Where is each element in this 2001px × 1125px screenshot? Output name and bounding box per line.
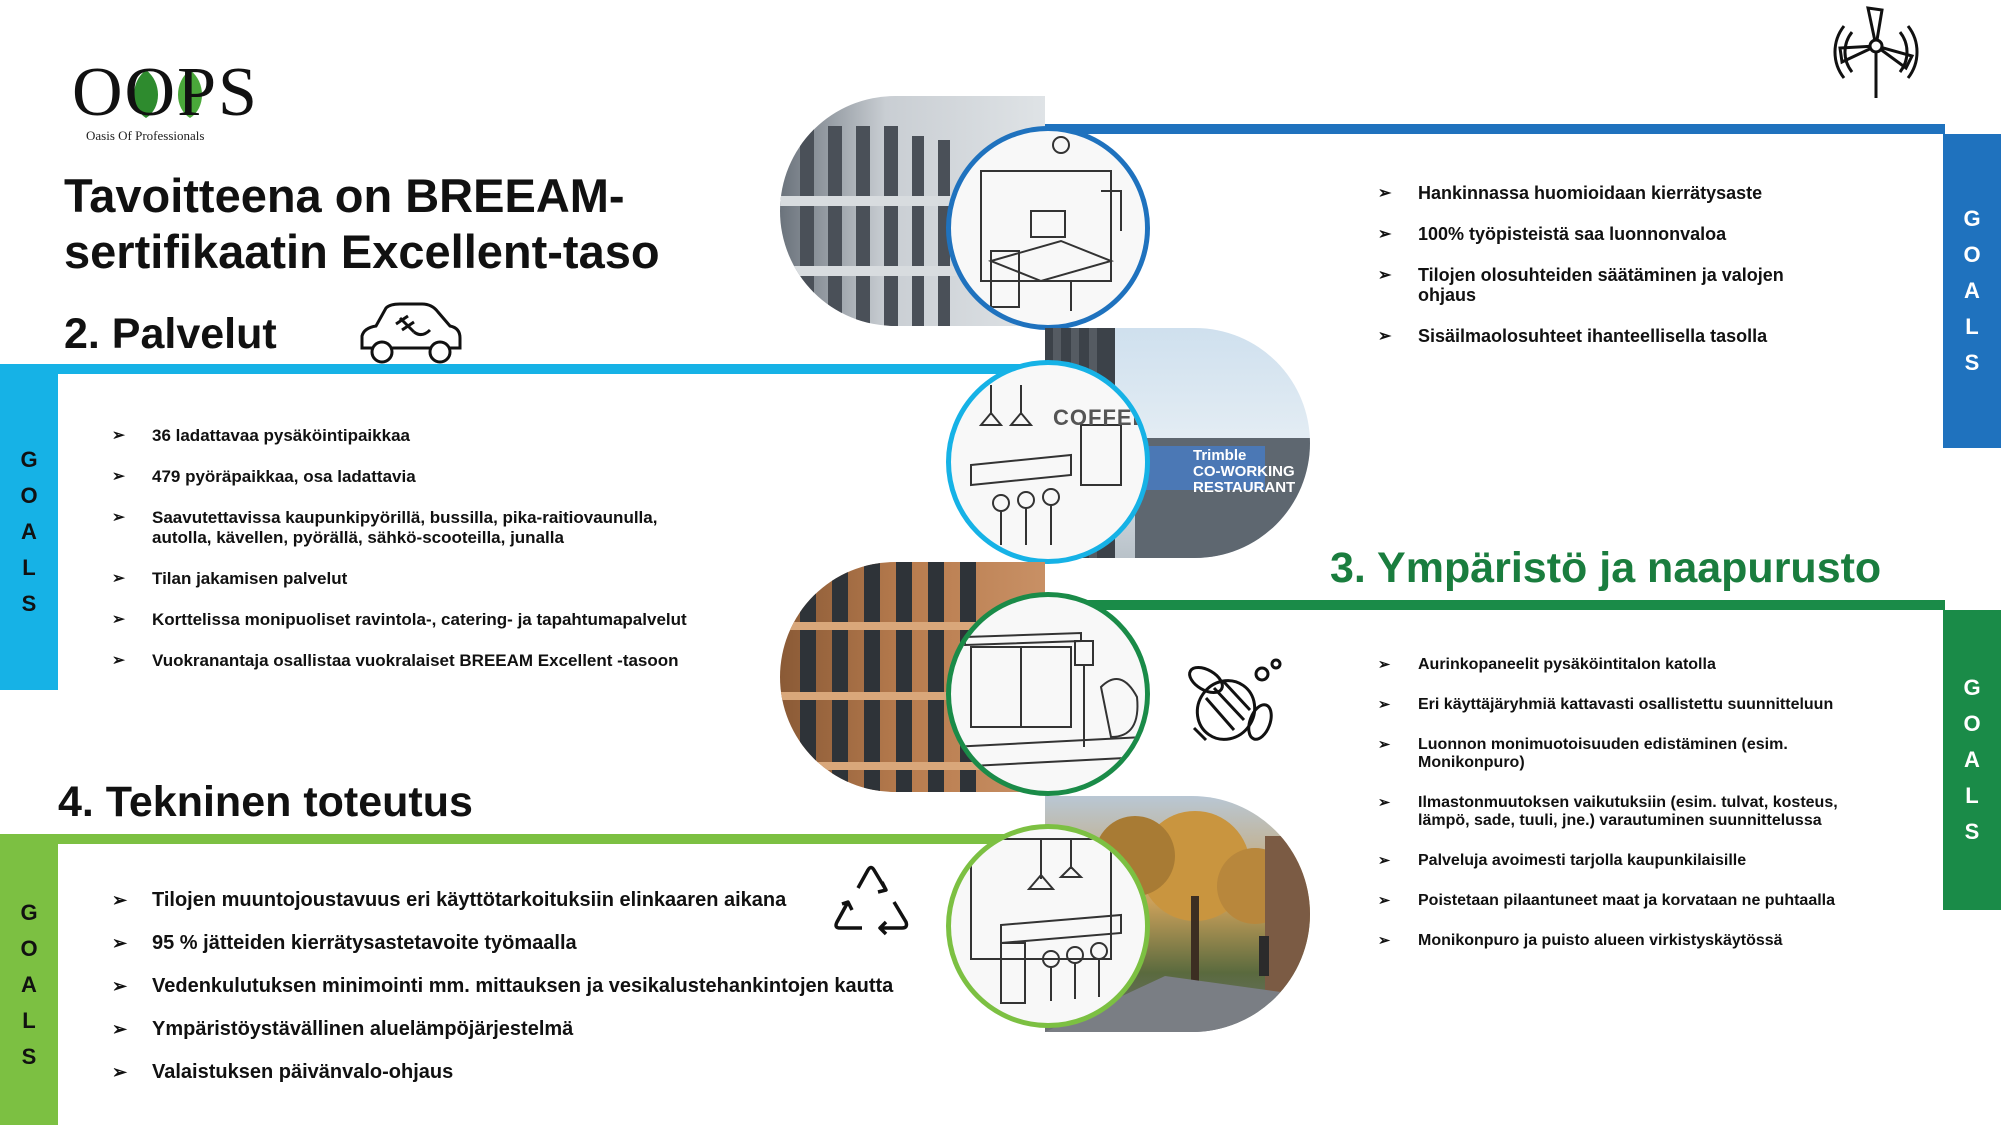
bee-icon bbox=[1188, 658, 1282, 742]
list-item: ➢Poistetaan pilaantuneet maat ja korvata… bbox=[1378, 892, 1836, 909]
list-item: ➢Tilojen muuntojoustavuus eri käyttötark… bbox=[112, 889, 787, 911]
cafe-sketch-circle: COFFEE bbox=[946, 360, 1150, 564]
wooden-facade-image bbox=[780, 562, 1045, 792]
electric-car-icon bbox=[360, 302, 462, 364]
bar-counter-sketch bbox=[970, 838, 1122, 1004]
technical-goals-list: ➢Tilojen muuntojoustavuus eri käyttötark… bbox=[112, 888, 932, 1103]
office-desk-sketch bbox=[980, 136, 1122, 316]
list-item: ➢Ympäristöystävällinen aluelämpöjärjeste… bbox=[112, 1018, 574, 1040]
list-item: ➢Saavutettavissa kaupunkipyörillä, bussi… bbox=[112, 508, 658, 547]
list-item: ➢Sisäilmaolosuhteet ihanteellisella taso… bbox=[1378, 326, 1768, 346]
list-item: ➢Monikonpuro ja puisto alueen virkistysk… bbox=[1378, 932, 1783, 949]
logo-wordmark: OOPS bbox=[72, 54, 259, 131]
green-divider bbox=[1040, 600, 1945, 610]
list-item: ➢36 ladattavaa pysäköintipaikkaa bbox=[112, 426, 410, 445]
wind-turbine-icon bbox=[1833, 6, 1919, 98]
list-item: ➢Aurinkopaneelit pysäköintitalon katolla bbox=[1378, 656, 1716, 673]
section-title-services: 2. Palvelut bbox=[64, 310, 277, 358]
bus-stop-sketch-circle bbox=[946, 592, 1150, 796]
logo: OOPS Oasis Of Professionals bbox=[72, 58, 292, 148]
list-item: ➢Tilan jakamisen palvelut bbox=[112, 569, 348, 588]
leaf-icon bbox=[134, 70, 158, 118]
sign-text: Trimble CO-WORKING RESTAURANT bbox=[1193, 447, 1296, 496]
list-item: ➢Eri käyttäjäryhmiä kattavasti osalliste… bbox=[1378, 696, 1834, 713]
leaf-icon bbox=[178, 70, 202, 118]
list-item: ➢100% työpisteistä saa luonnonvaloa bbox=[1378, 224, 1727, 244]
list-item: ➢479 pyöräpaikkaa, osa ladattavia bbox=[112, 467, 416, 486]
coffee-sign: COFFEE bbox=[1053, 405, 1149, 430]
list-item: ➢Luonnon monimuotoisuuden edistäminen (e… bbox=[1378, 736, 1788, 771]
list-item: ➢Valaistuksen päivänvalo-ohjaus bbox=[112, 1061, 454, 1083]
list-item: ➢Hankinnassa huomioidaan kierrätysaste bbox=[1378, 183, 1763, 203]
autumn-park-image bbox=[1045, 811, 1310, 1032]
bus-stop-sketch bbox=[951, 631, 1145, 768]
section-title-technical: 4. Tekninen toteutus bbox=[58, 778, 473, 826]
services-goals-list: ➢36 ladattavaa pysäköintipaikkaa ➢479 py… bbox=[112, 426, 692, 692]
recycle-icon bbox=[834, 865, 909, 936]
building-photo bbox=[780, 96, 1045, 326]
building-facade-image bbox=[780, 126, 1045, 326]
logo-subtitle: Oasis Of Professionals bbox=[86, 128, 205, 143]
lime-divider bbox=[0, 834, 1040, 844]
bar-sketch-circle bbox=[946, 824, 1150, 1028]
list-item: ➢Ilmastonmuutoksen vaikutuksiin (esim. t… bbox=[1378, 794, 1838, 829]
list-item: ➢Vedenkulutuksen minimointi mm. mittauks… bbox=[112, 975, 894, 997]
section-title-environment: 3. Ympäristö ja naapurusto bbox=[1330, 544, 1882, 592]
office-sketch-circle bbox=[946, 126, 1150, 330]
list-item: ➢95 % jätteiden kierrätysastetavoite työ… bbox=[112, 932, 577, 954]
cyan-divider bbox=[0, 364, 1040, 374]
cafe-counter-sketch bbox=[970, 385, 1122, 545]
list-item: ➢Palveluja avoimesti tarjolla kaupunkila… bbox=[1378, 852, 1747, 869]
list-item: ➢Korttelissa monipuoliset ravintola-, ca… bbox=[112, 610, 687, 629]
page-title: Tavoitteena on BREEAM-sertifikaatin Exce… bbox=[64, 169, 660, 278]
environment-goals-list: ➢Aurinkopaneelit pysäköintitalon katolla… bbox=[1378, 656, 1848, 972]
list-item: ➢Vuokranantaja osallistaa vuokralaiset B… bbox=[112, 651, 679, 670]
list-item: ➢Tilojen olosuhteiden säätäminen ja valo… bbox=[1378, 265, 1784, 305]
top-goals-list: ➢Hankinnassa huomioidaan kierrätysaste ➢… bbox=[1378, 183, 1838, 367]
blue-divider bbox=[1040, 124, 1945, 134]
